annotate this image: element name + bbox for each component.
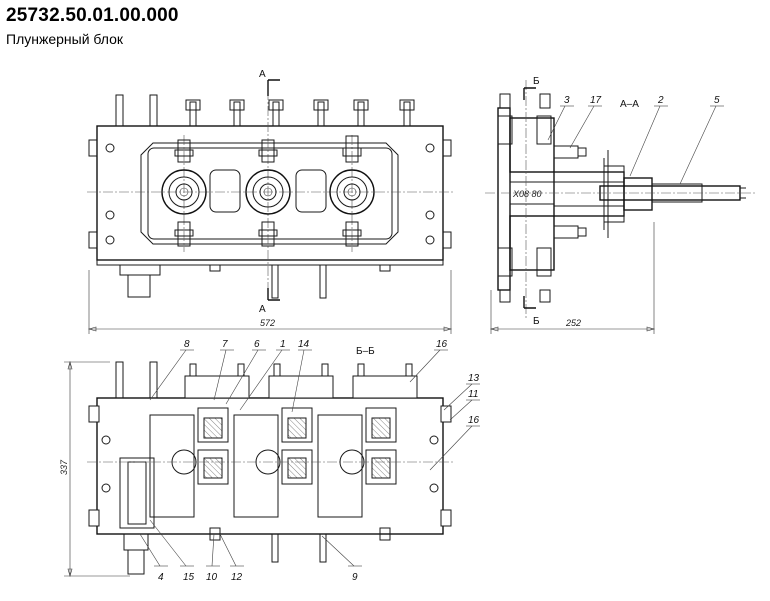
- callout-8: 8: [184, 339, 190, 350]
- plunger-boss-1: [161, 169, 207, 215]
- section-bb-label: Б–Б: [356, 346, 375, 357]
- drawing-name: Плунжерный блок: [6, 31, 124, 47]
- cut-a-top: А: [259, 69, 266, 80]
- section-aa-label: А–А: [620, 99, 639, 110]
- dimension-side: 252: [565, 318, 581, 328]
- section-aa-view: А–А Х08 8: [485, 76, 755, 334]
- callout-13: 13: [468, 373, 480, 384]
- callout-12: 12: [231, 572, 243, 583]
- callout-9: 9: [352, 572, 358, 583]
- callout-14: 14: [298, 339, 310, 350]
- callout-5: 5: [714, 95, 720, 106]
- cut-b-bottom: Б: [533, 316, 540, 327]
- callout-16-top: 16: [436, 339, 448, 350]
- callout-15: 15: [183, 572, 195, 583]
- plunger-boss-3: [329, 169, 375, 215]
- cut-b-top: Б: [533, 76, 540, 87]
- dimension-height: 337: [59, 459, 69, 475]
- cut-a-bottom: А: [259, 304, 266, 315]
- section-bb-view: Б–Б: [59, 339, 480, 583]
- plunger-boss-2: [245, 169, 291, 215]
- dimension-bore: Х08 80: [512, 189, 542, 199]
- dimension-width: 572: [260, 318, 275, 328]
- callout-3: 3: [564, 95, 570, 106]
- callout-7: 7: [222, 339, 228, 350]
- callout-4: 4: [158, 572, 164, 583]
- front-view: А А 572: [87, 69, 455, 334]
- callout-2: 2: [657, 95, 664, 106]
- callout-11: 11: [468, 389, 478, 400]
- callout-10: 10: [206, 572, 218, 583]
- callout-1: 1: [280, 339, 286, 350]
- callout-17: 17: [590, 95, 602, 106]
- drawing-number: 25732.50.01.00.000: [6, 5, 179, 26]
- callout-6: 6: [254, 339, 260, 350]
- callout-16-side: 16: [468, 415, 480, 426]
